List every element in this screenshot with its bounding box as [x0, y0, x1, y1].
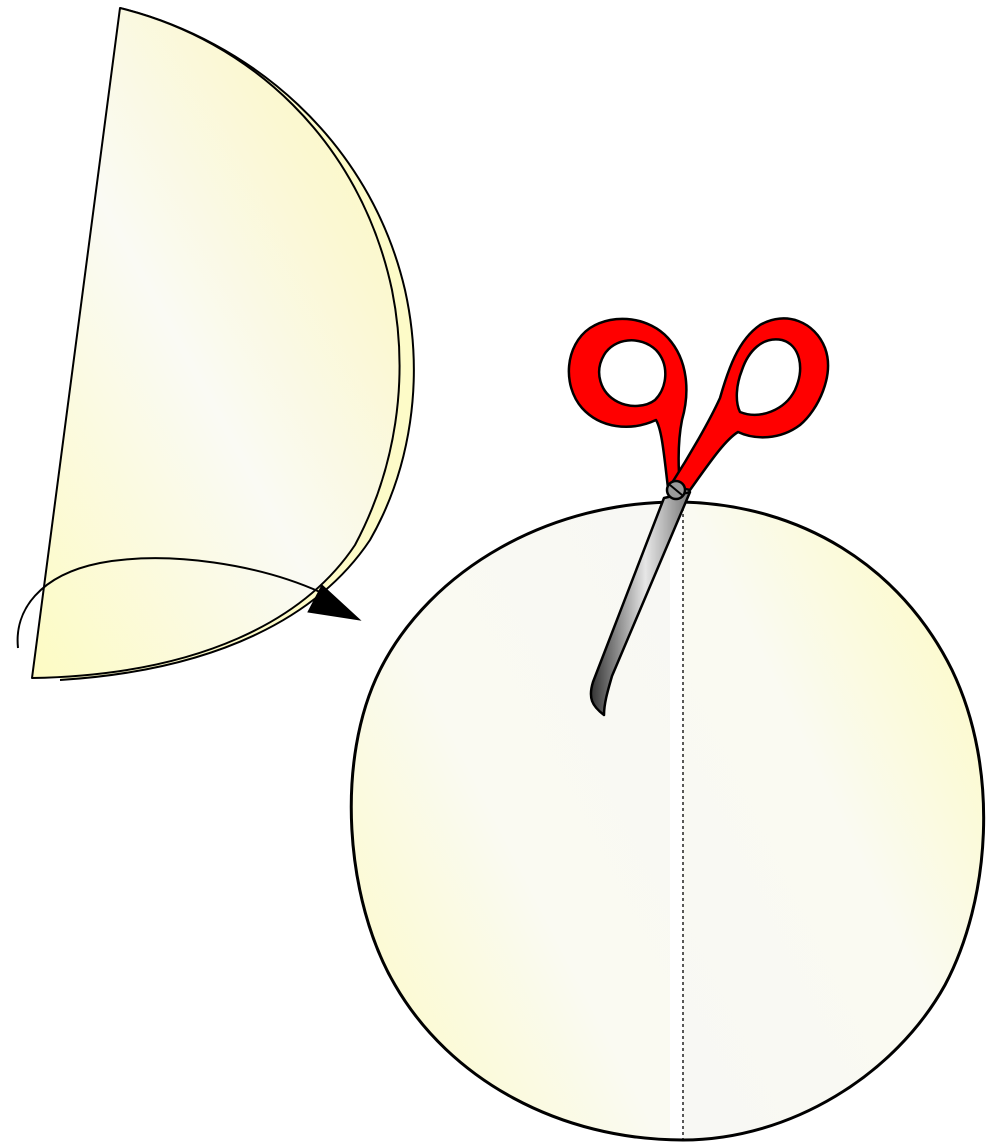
- scissor-handle-left: [569, 319, 687, 488]
- unfolded-circle: [330, 495, 994, 1144]
- scissor-handle-right: [670, 318, 828, 490]
- folded-front-layer: [32, 8, 400, 678]
- folded-semicircle: [18, 8, 414, 680]
